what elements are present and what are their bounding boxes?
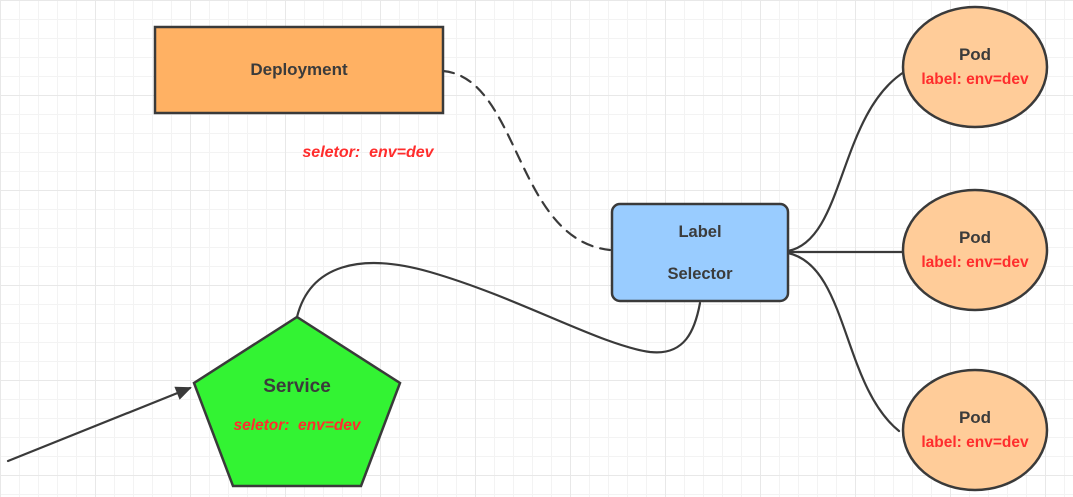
label-selector-box[interactable] [610, 202, 790, 303]
pod-ellipse-1[interactable] [901, 5, 1049, 129]
edge-deployment-to-selector[interactable] [441, 69, 612, 252]
deployment-box[interactable] [153, 25, 445, 115]
pod-ellipse-2[interactable] [901, 188, 1049, 312]
edge-service-to-selector[interactable] [295, 261, 702, 354]
service-pentagon[interactable] [192, 315, 402, 488]
edge-selector-to-pod-1[interactable] [786, 70, 906, 253]
edge-selector-to-pod-3[interactable] [786, 251, 901, 433]
pod-ellipse-3[interactable] [901, 368, 1049, 492]
edge-inbound-arrow[interactable] [6, 386, 192, 463]
